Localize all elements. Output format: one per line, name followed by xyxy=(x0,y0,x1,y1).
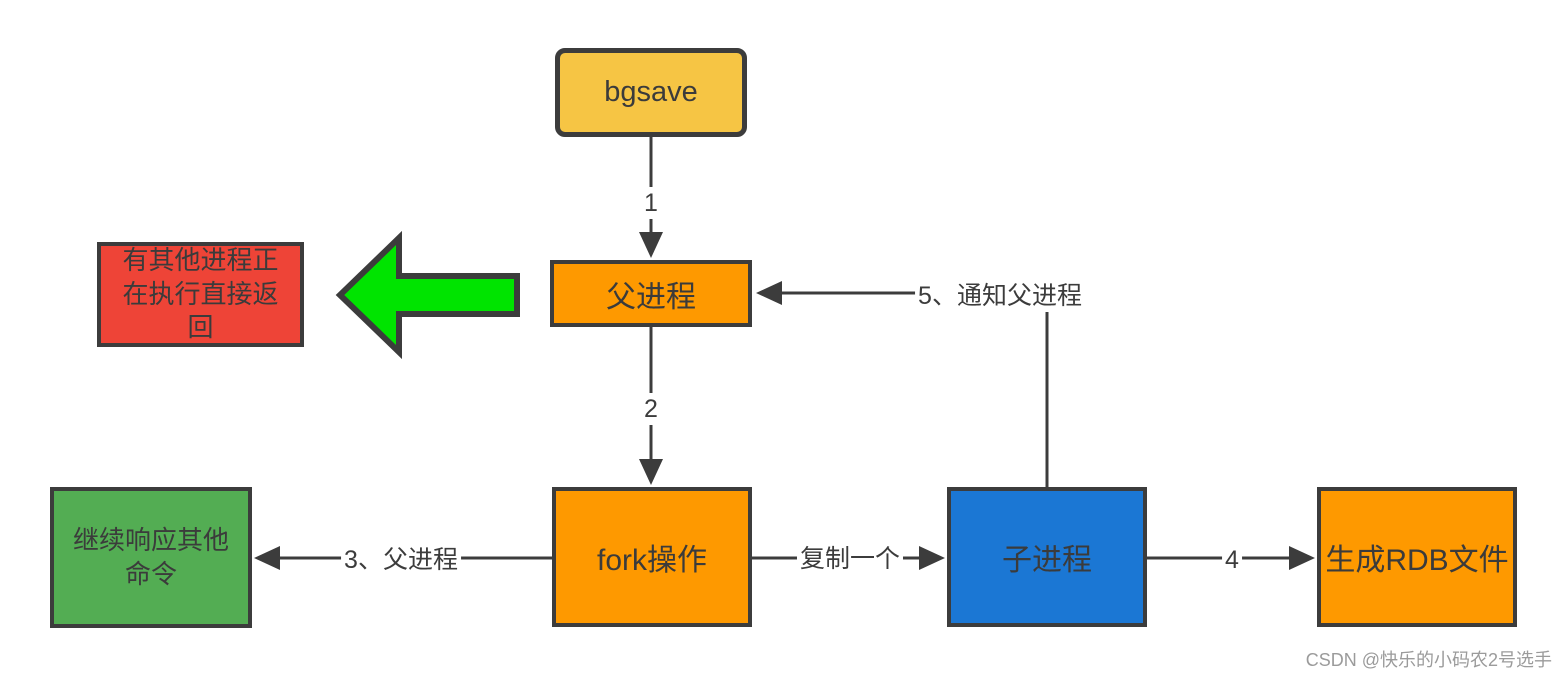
edge-step2-label: 2 xyxy=(641,393,661,425)
node-continue-commands-label: 继续响应其他命令 xyxy=(72,524,229,589)
edge-copy-arrowhead-icon xyxy=(919,546,945,570)
edge-step1-arrowhead-icon xyxy=(639,232,663,258)
node-generate-rdb-label: 生成RDB文件 xyxy=(1325,544,1509,577)
edge-step5-label: 5、通知父进程 xyxy=(915,280,1085,312)
node-parent-process-label: 父进程 xyxy=(606,280,696,314)
node-generate-rdb: 生成RDB文件 xyxy=(1317,487,1517,627)
edge-step5-line xyxy=(780,291,1049,487)
node-parent-process: 父进程 xyxy=(550,260,752,327)
edge-step1-label: 1 xyxy=(641,187,661,219)
node-other-process-return-label: 有其他进程正在执行直接返回 xyxy=(122,244,279,343)
green-block-arrow-icon xyxy=(335,230,520,360)
node-other-process-return: 有其他进程正在执行直接返回 xyxy=(97,242,304,347)
edge-step5-arrowhead-icon xyxy=(756,281,782,305)
node-child-process-label: 子进程 xyxy=(1002,544,1092,577)
edge-step4-arrowhead-icon xyxy=(1289,546,1315,570)
edge-step2-arrowhead-icon xyxy=(639,459,663,485)
node-fork-operation-label: fork操作 xyxy=(596,544,707,577)
node-fork-operation: fork操作 xyxy=(552,487,752,627)
node-bgsave: bgsave xyxy=(555,48,747,137)
edge-copy-label: 复制一个 xyxy=(796,543,904,575)
node-continue-commands: 继续响应其他命令 xyxy=(50,487,252,628)
csdn-watermark: CSDN @快乐的小码农2号选手 xyxy=(1305,650,1552,670)
node-child-process: 子进程 xyxy=(947,487,1147,627)
node-bgsave-label: bgsave xyxy=(604,76,698,108)
edge-step4-label: 4 xyxy=(1222,544,1242,576)
edge-step3-arrowhead-icon xyxy=(254,546,280,570)
edge-step3-label: 3、父进程 xyxy=(341,544,461,576)
